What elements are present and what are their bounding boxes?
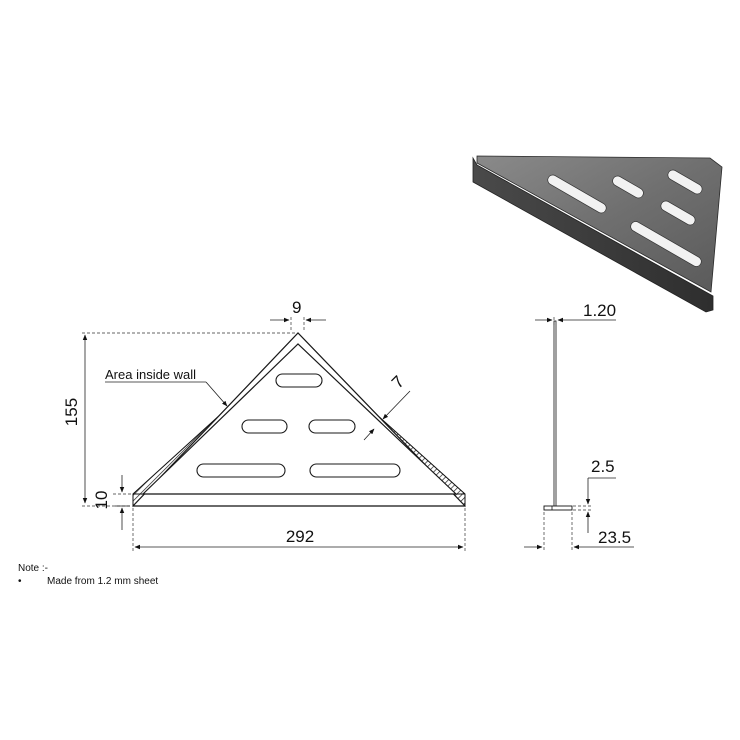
note-item-text: Made from 1.2 mm sheet: [47, 576, 159, 587]
dim-top-width-label: 9: [292, 298, 301, 317]
shelf-3d-slot: [667, 169, 703, 195]
shelf-3d-slots: [547, 169, 703, 267]
dim-top-width: 9: [270, 298, 326, 330]
dim-height-label: 155: [62, 398, 81, 426]
dim-side-lip: 2.5: [573, 457, 616, 533]
dim-width: 292: [132, 508, 466, 551]
dim-wall-label: 7: [388, 372, 408, 392]
area-inside-wall-callout: Area inside wall: [105, 367, 228, 407]
slot: [275, 373, 323, 388]
shelf-side-view: [543, 320, 573, 511]
shelf-3d-front-edge: [472, 156, 714, 313]
dim-sheet-label: 1.20: [583, 301, 616, 320]
slot: [309, 463, 401, 478]
dim-depth-label: 23.5: [598, 528, 631, 547]
slot: [196, 463, 286, 478]
dim-lip: 10: [92, 475, 131, 530]
side-sheet: [553, 320, 557, 508]
note-bullet: •: [18, 576, 22, 587]
shelf-3d-render: [472, 155, 723, 313]
shelf-3d-top-surface: [476, 155, 723, 293]
dim-side-lip-label: 2.5: [591, 457, 615, 476]
dim-lip-label: 10: [92, 491, 111, 510]
slot: [308, 419, 356, 434]
slot: [241, 419, 288, 434]
shelf-3d-slot: [630, 221, 702, 267]
dim-depth: 23.5: [524, 512, 634, 551]
note-title: Note :-: [18, 563, 49, 574]
shelf-plan-view: [132, 332, 466, 508]
note-item: • Made from 1.2 mm sheet: [18, 576, 158, 587]
dim-width-label: 292: [286, 527, 314, 546]
side-base: [543, 505, 573, 511]
shelf-3d-slot: [660, 200, 696, 226]
dim-sheet: 1.20: [535, 301, 616, 326]
shelf-3d-slot: [612, 175, 644, 199]
area-inside-wall-label: Area inside wall: [105, 367, 196, 382]
shelf-3d-slot: [547, 174, 607, 214]
